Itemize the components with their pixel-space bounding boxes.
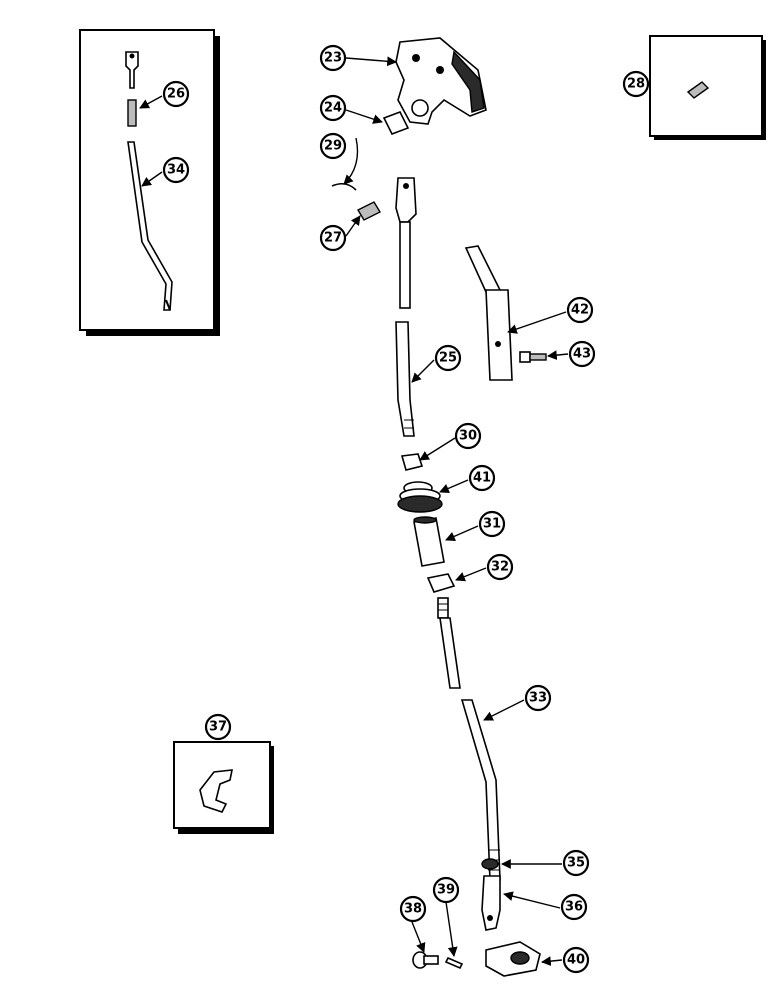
shift-arm — [485, 941, 541, 977]
callout-41: 41 — [468, 464, 496, 492]
bolt — [519, 351, 547, 363]
callout-41-label: 41 — [473, 471, 491, 486]
callout-30: 30 — [454, 422, 482, 450]
inset-pin-28 — [649, 35, 766, 140]
callout-33: 33 — [524, 684, 552, 712]
quadrant-plate — [395, 37, 487, 125]
callout-26-label: 26 — [167, 87, 185, 102]
callout-42: 42 — [566, 296, 594, 324]
sleeve — [413, 517, 445, 567]
lower-shift-lever — [437, 597, 501, 881]
callout-35: 35 — [562, 849, 590, 877]
lower-clevis — [481, 875, 501, 931]
bushing — [382, 110, 410, 136]
callout-23-label: 23 — [324, 51, 342, 66]
callout-37: 37 — [204, 713, 232, 741]
callout-24: 24 — [319, 94, 347, 122]
callout-36-label: 36 — [565, 900, 583, 915]
nut-lower — [426, 573, 456, 593]
callout-40-label: 40 — [567, 953, 585, 968]
callout-25-label: 25 — [439, 351, 457, 366]
rubber-boot — [397, 481, 443, 513]
callout-43-label: 43 — [573, 347, 591, 362]
callout-35-label: 35 — [567, 856, 585, 871]
cotter-pin — [331, 182, 357, 191]
callout-30-label: 30 — [459, 429, 477, 444]
callout-34: 34 — [162, 156, 190, 184]
cotter-pin-lower — [444, 956, 464, 970]
callout-38-label: 38 — [404, 902, 422, 917]
callout-32-label: 32 — [491, 560, 509, 575]
callout-34-label: 34 — [167, 163, 185, 178]
callout-36: 36 — [560, 893, 588, 921]
callout-31: 31 — [478, 510, 506, 538]
callout-37-label: 37 — [209, 720, 227, 735]
clevis-pin-lower — [412, 951, 439, 969]
lever-handle — [464, 245, 513, 381]
clevis-pin — [357, 201, 381, 221]
inset-clip-37 — [173, 741, 274, 834]
callout-28: 28 — [622, 70, 650, 98]
callout-32: 32 — [486, 553, 514, 581]
callout-43: 43 — [568, 340, 596, 368]
callout-28-label: 28 — [627, 77, 645, 92]
inset-lever-34 — [79, 29, 220, 336]
callout-33-label: 33 — [529, 691, 547, 706]
callout-23: 23 — [319, 44, 347, 72]
callout-40: 40 — [562, 946, 590, 974]
callout-42-label: 42 — [571, 303, 589, 318]
callout-29-label: 29 — [324, 139, 342, 154]
callout-29: 29 — [319, 132, 347, 160]
callout-39: 39 — [432, 876, 460, 904]
callout-24-label: 24 — [324, 101, 342, 116]
callout-31-label: 31 — [483, 517, 501, 532]
upper-shift-lever — [395, 177, 417, 437]
jam-nut — [481, 858, 499, 870]
callout-26: 26 — [162, 80, 190, 108]
callout-39-label: 39 — [437, 883, 455, 898]
nut-upper — [400, 453, 424, 471]
callout-27-label: 27 — [324, 231, 342, 246]
callout-38: 38 — [399, 895, 427, 923]
callout-27: 27 — [319, 224, 347, 252]
callout-25: 25 — [434, 344, 462, 372]
